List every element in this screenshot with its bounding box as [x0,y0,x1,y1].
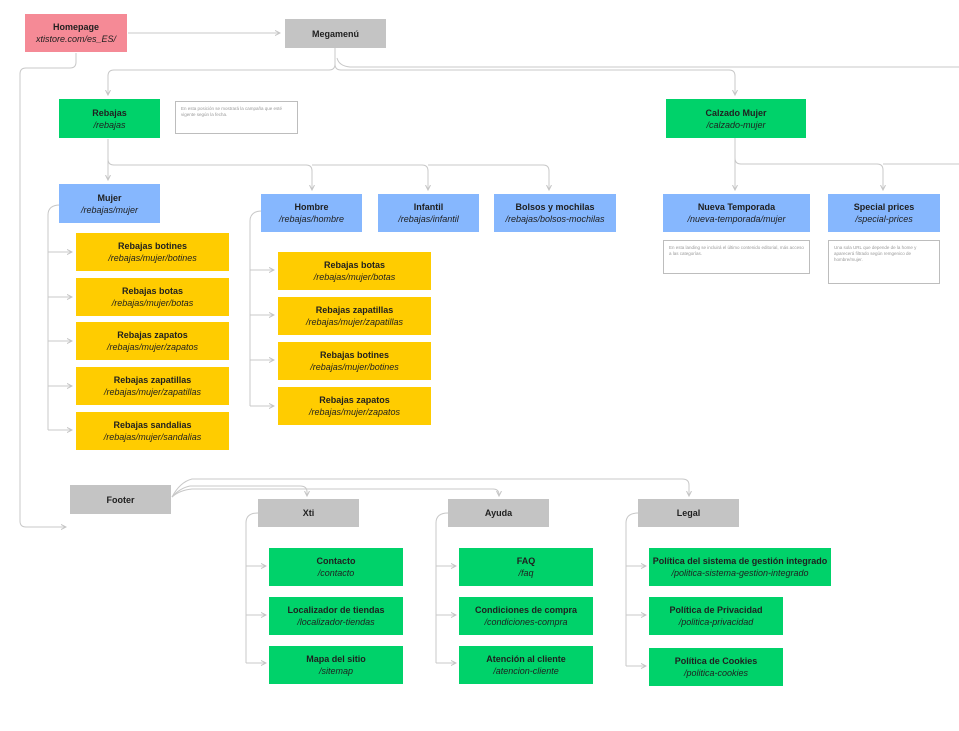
node-url: /rebajas/mujer/zapatillas [103,387,202,397]
node-title: Rebajas botas [323,260,386,270]
node-title: Política de Privacidad [669,605,763,615]
xti-child-node: Contacto /contacto [269,548,403,586]
legal-child-node: Política de Cookies /politica-cookies [649,648,783,686]
ayuda-child-node: Condiciones de compra /condiciones-compr… [459,597,593,635]
node-url: /localizador-tiendas [297,617,375,627]
node-title: Contacto [316,556,356,566]
mujer-child-node: Rebajas zapatillas /rebajas/mujer/zapati… [76,367,229,405]
node-url: /calzado-mujer [706,119,766,130]
node-title: Bolsos y mochilas [515,202,595,212]
node-url: /rebajas [93,119,126,130]
node-title: Megamenú [311,28,359,39]
node-title: Rebajas zapatillas [315,305,394,315]
node-url: xtistore.com/es_ES/ [35,34,117,44]
node-title: Política del sistema de gestión integrad… [652,556,828,566]
node-url: /rebajas/infantil [398,214,459,224]
note-text: Una sola URL que depende de la home y ap… [834,245,917,262]
calzado-mujer-node: Calzado Mujer /calzado-mujer [666,99,806,138]
node-title: Rebajas botines [319,350,390,360]
ayuda-child-node: FAQ /faq [459,548,593,586]
node-title: Mapa del sitio [306,654,366,664]
xti-node: Xti [258,499,359,527]
rebajas-note: En esta posición se mostrará la campaña … [175,101,298,134]
hombre-node: Hombre /rebajas/hombre [261,194,362,232]
node-url: /politica-sistema-gestion-integrado [671,568,809,578]
node-url: /nueva-temporada/mujer [687,214,786,224]
hombre-child-node: Rebajas zapatos /rebajas/mujer/zapatos [278,387,431,425]
special-prices-node: Special prices /special-prices [828,194,940,232]
node-url: /rebajas/bolsos-mochilas [505,214,605,224]
node-title: Localizador de tiendas [287,605,385,615]
node-url: /politica-cookies [683,668,749,678]
node-title: Footer [106,494,135,505]
ayuda-node: Ayuda [448,499,549,527]
legal-child-node: Política del sistema de gestión integrad… [649,548,831,586]
node-url: /rebajas/mujer/botines [108,253,197,263]
node-title: Special prices [853,202,915,212]
node-title: Rebajas sandalias [113,420,192,430]
node-url: /rebajas/mujer [80,204,139,215]
node-url: /condiciones-compra [484,617,568,627]
legal-child-node: Política de Privacidad /politica-privaci… [649,597,783,635]
node-title: Xti [302,508,315,518]
node-url: /rebajas/mujer/botas [313,272,396,282]
node-title: Nueva Temporada [697,202,776,212]
special-prices-note: Una sola URL que depende de la home y ap… [828,240,940,284]
hombre-child-node: Rebajas botines /rebajas/mujer/botines [278,342,431,380]
note-text: En esta landing se incluirá el último co… [669,245,804,256]
note-text: En esta posición se mostrará la campaña … [181,106,283,117]
node-title: Rebajas zapatillas [113,375,192,385]
node-url: /rebajas/mujer/sandalias [103,432,202,442]
node-url: /sitemap [318,666,353,676]
xti-child-node: Mapa del sitio /sitemap [269,646,403,684]
node-url: /contacto [317,568,355,578]
legal-node: Legal [638,499,739,527]
node-url: /faq [518,568,534,578]
megamenu-node: Megamenú [285,19,386,48]
mujer-node: Mujer /rebajas/mujer [59,184,160,223]
node-title: Rebajas zapatos [319,395,390,405]
rebajas-node: Rebajas /rebajas [59,99,160,138]
node-title: Mujer [97,192,122,203]
mujer-child-node: Rebajas zapatos /rebajas/mujer/zapatos [76,322,229,360]
node-title: Rebajas [92,107,127,118]
infantil-node: Infantil /rebajas/infantil [378,194,479,232]
node-title: Condiciones de compra [474,605,578,615]
node-title: Hombre [294,202,329,212]
node-url: /atencion-cliente [493,666,559,676]
node-url: /rebajas/mujer/zapatos [106,342,199,352]
hombre-child-node: Rebajas botas /rebajas/mujer/botas [278,252,431,290]
mujer-child-node: Rebajas botas /rebajas/mujer/botas [76,278,229,316]
hombre-child-node: Rebajas zapatillas /rebajas/mujer/zapati… [278,297,431,335]
node-url: /rebajas/mujer/botines [310,362,399,372]
node-title: Rebajas botines [117,241,188,251]
nueva-temporada-node: Nueva Temporada /nueva-temporada/mujer [663,194,810,232]
node-title: Homepage [52,22,99,32]
node-title: Rebajas zapatos [117,330,188,340]
node-url: /special-prices [855,214,913,224]
node-url: /rebajas/hombre [278,214,345,224]
node-url: /politica-privacidad [678,617,754,627]
bolsos-node: Bolsos y mochilas /rebajas/bolsos-mochil… [494,194,616,232]
node-url: /rebajas/mujer/zapatos [308,407,401,417]
node-title: FAQ [516,556,536,566]
footer-node: Footer [70,485,171,514]
homepage-node: Homepage xtistore.com/es_ES/ [25,14,127,52]
node-title: Infantil [413,202,444,212]
node-url: /rebajas/mujer/botas [111,298,194,308]
node-title: Atención al cliente [486,654,566,664]
node-title: Política de Cookies [674,656,758,666]
ayuda-child-node: Atención al cliente /atencion-cliente [459,646,593,684]
mujer-child-node: Rebajas sandalias /rebajas/mujer/sandali… [76,412,229,450]
nueva-temporada-note: En esta landing se incluirá el último co… [663,240,810,274]
node-title: Rebajas botas [121,286,184,296]
node-url: /rebajas/mujer/zapatillas [305,317,404,327]
mujer-child-node: Rebajas botines /rebajas/mujer/botines [76,233,229,271]
xti-child-node: Localizador de tiendas /localizador-tien… [269,597,403,635]
node-title: Ayuda [484,508,513,518]
node-title: Legal [676,508,701,518]
node-title: Calzado Mujer [705,107,767,118]
